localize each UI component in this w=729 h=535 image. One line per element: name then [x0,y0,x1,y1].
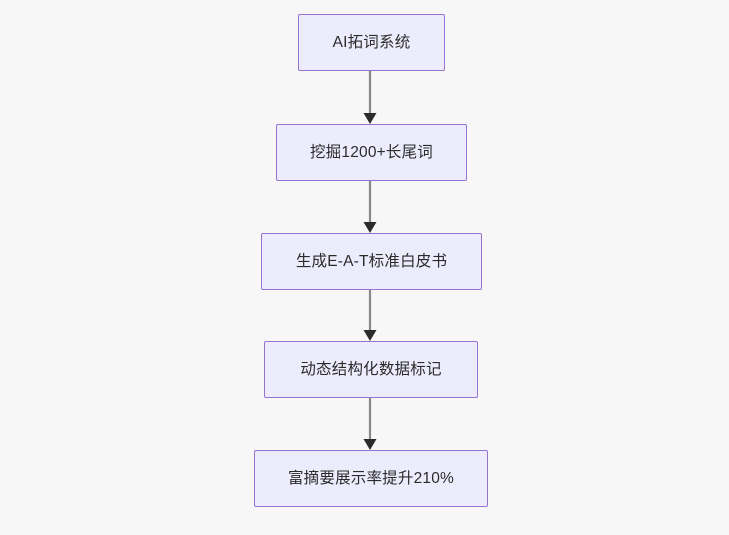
flow-node-mine-longtail-keywords[interactable]: 挖掘1200+长尾词 [276,124,467,181]
edge-arrowhead [363,439,377,450]
flow-node-label: 动态结构化数据标记 [300,360,442,378]
edge-n3-n4 [358,290,382,341]
edge-n4-n5 [358,398,382,450]
flow-node-label: AI拓词系统 [332,33,411,51]
edge-n2-n3 [358,181,382,233]
flow-node-ai-keyword-system[interactable]: AI拓词系统 [298,14,445,71]
edge-arrowhead [363,222,377,233]
edge-arrowhead [363,330,377,341]
edge-n1-n2 [358,71,382,124]
flow-node-rich-snippet-impression-lift[interactable]: 富摘要展示率提升210% [254,450,488,507]
flow-node-label: 挖掘1200+长尾词 [309,143,434,161]
edge-arrowhead [363,113,377,124]
flow-node-label: 生成E-A-T标准白皮书 [295,252,448,270]
flow-node-generate-eat-whitepaper[interactable]: 生成E-A-T标准白皮书 [261,233,482,290]
flow-node-label: 富摘要展示率提升210% [287,469,455,487]
flow-node-dynamic-structured-data-markup[interactable]: 动态结构化数据标记 [264,341,478,398]
